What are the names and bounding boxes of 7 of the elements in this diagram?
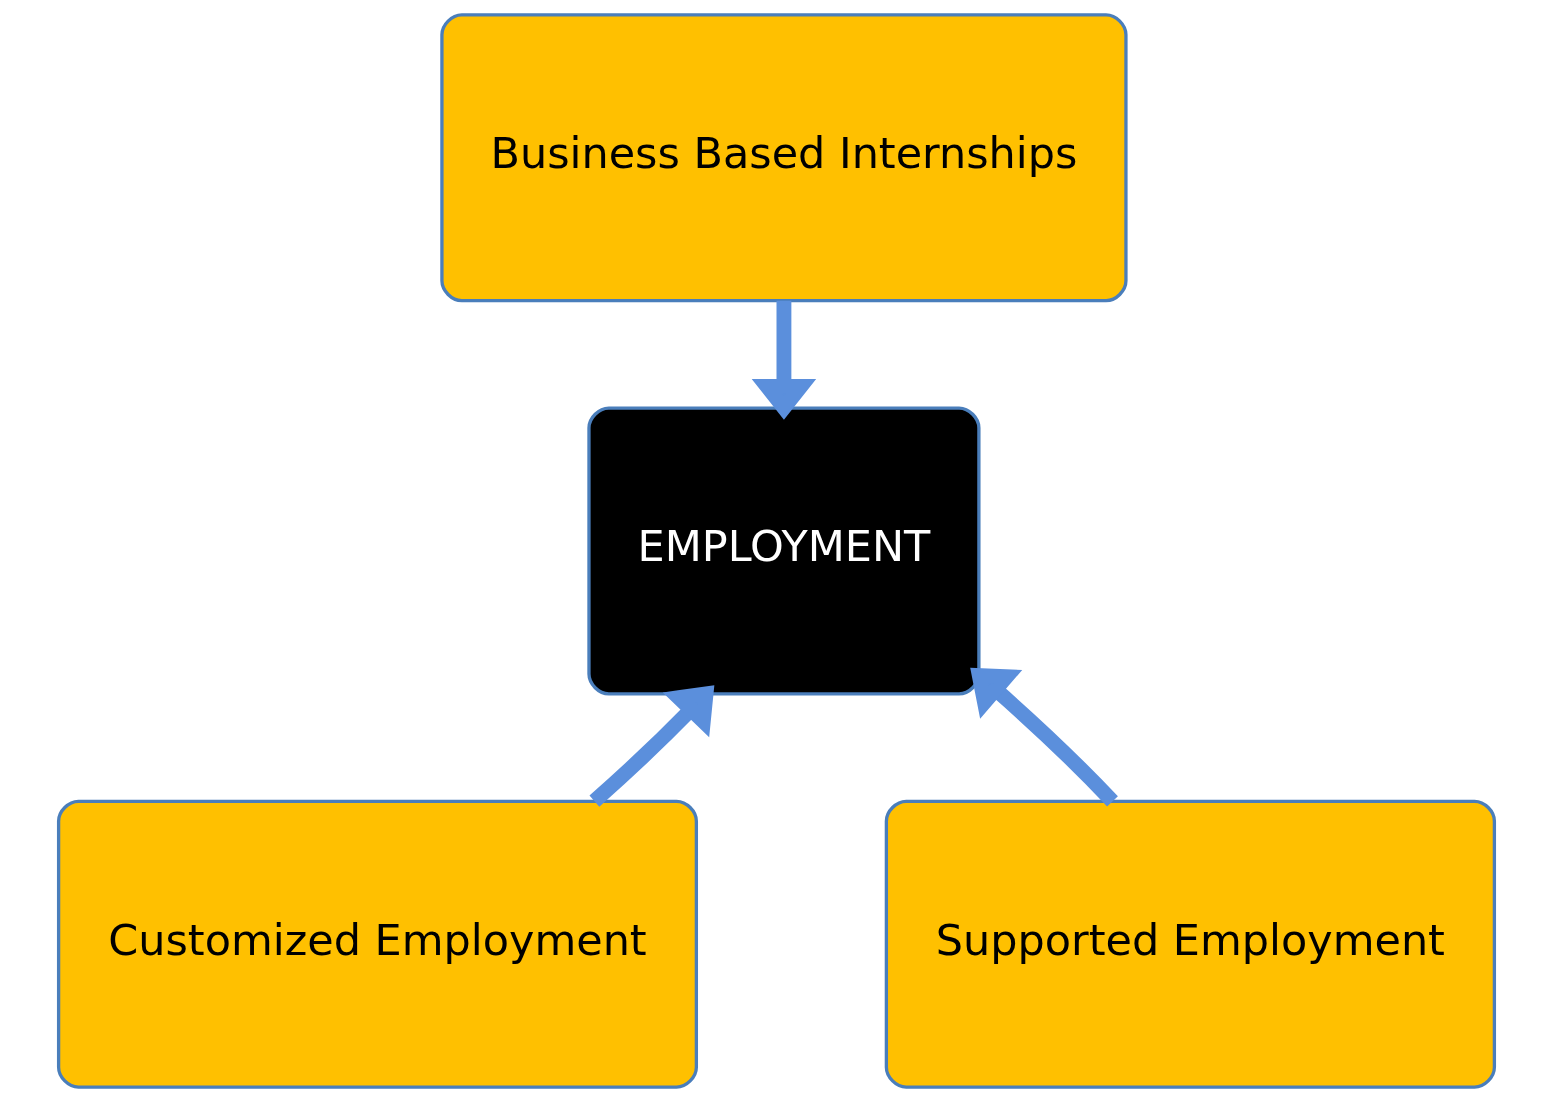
node-box: EMPLOYMENT xyxy=(587,406,981,696)
node-box: Business Based Internships xyxy=(440,13,1128,303)
node-box: Customized Employment xyxy=(56,799,698,1089)
arrow xyxy=(751,300,817,420)
arrow xyxy=(970,667,1118,807)
arrow xyxy=(589,685,715,807)
node-box: Supported Employment xyxy=(884,799,1497,1089)
